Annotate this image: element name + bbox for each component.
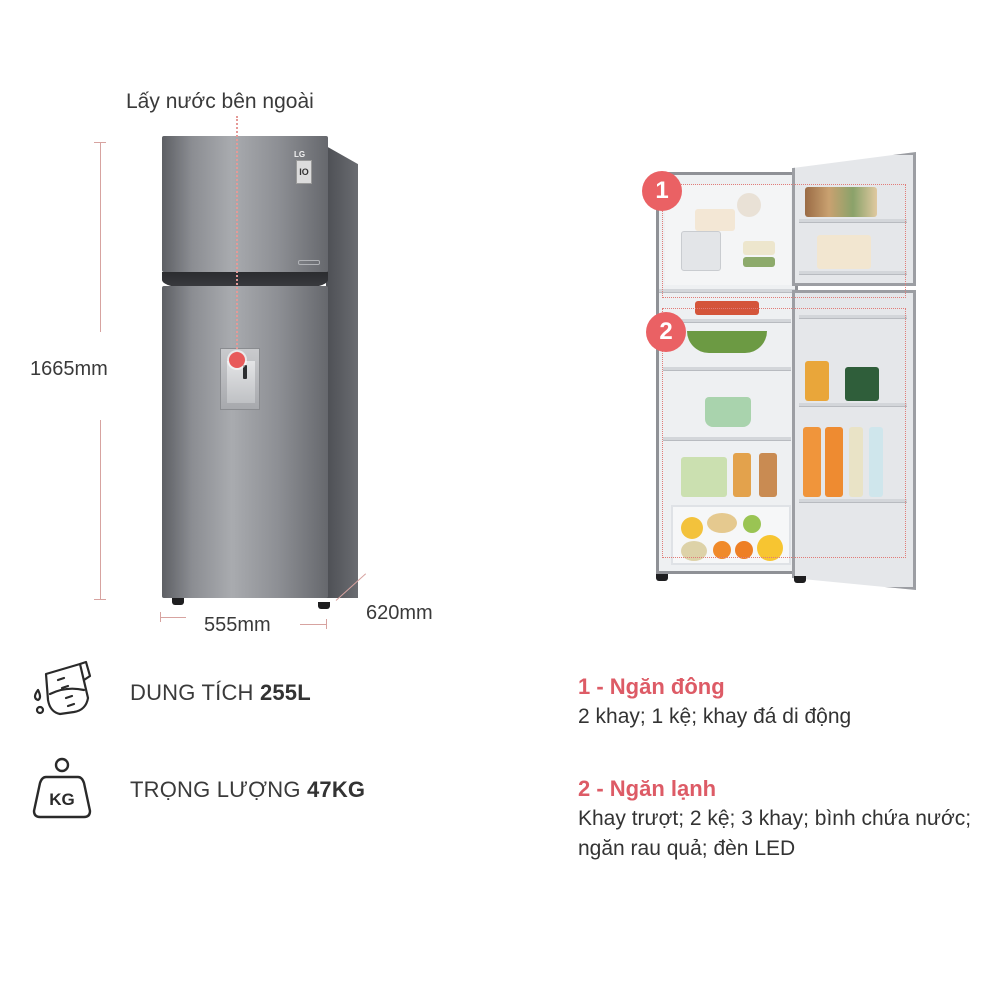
width-label: 555mm — [204, 614, 271, 636]
height-dimension — [94, 142, 108, 600]
height-label: 1665mm — [30, 358, 108, 380]
fridge-number-badge: 2 — [646, 312, 686, 352]
tiramisu-box — [817, 235, 871, 269]
ice-maker-dial — [737, 193, 761, 217]
weight-value: 47KG — [306, 777, 366, 802]
ice-cream-box — [695, 209, 735, 231]
juice-bottle-2 — [825, 427, 843, 497]
fridge-side-panel — [326, 146, 358, 598]
open-fridge-foot-left — [656, 574, 668, 581]
juice-bottle-1 — [803, 427, 821, 497]
fruit-lemon — [681, 517, 703, 539]
width-tick-right — [326, 619, 327, 629]
fridge-door — [162, 286, 328, 598]
width-line-right — [300, 624, 326, 625]
fridge-title: 2 - Ngăn lạnh — [578, 776, 717, 801]
capacity-label: DUNG TÍCH — [130, 680, 254, 705]
fruit-apple — [743, 515, 761, 533]
milk-bottle — [849, 427, 863, 497]
fruit-grapefruit — [757, 535, 783, 561]
fridge-cabinet — [656, 172, 798, 574]
width-dimension — [160, 612, 328, 632]
fridge-highlight-box — [662, 308, 906, 558]
freezer-highlight-box — [662, 184, 906, 298]
freezer-door-bin-2 — [799, 271, 907, 275]
fruit-cantaloupe — [681, 541, 707, 561]
fridge-door-bin-1 — [799, 315, 907, 319]
water-dispenser-callout-label: Lấy nước bên ngoài — [126, 90, 314, 113]
weight-kg-icon: KG — [32, 757, 92, 819]
fruit-orange-1 — [713, 541, 731, 559]
fridge-foot-left — [172, 598, 184, 605]
frozen-greens — [743, 257, 775, 267]
freezer-title: 1 - Ngăn đông — [578, 674, 725, 699]
spec-capacity: DUNG TÍCH 255L — [28, 660, 448, 724]
height-line-bottom — [100, 420, 101, 600]
freezer-door: LG IO — [162, 136, 328, 272]
inverter-badge: IO — [296, 160, 312, 184]
pasta-jar-1 — [733, 453, 751, 497]
freezer-description: 2 khay; 1 kệ; khay đá di động — [578, 705, 852, 728]
fruit-orange-2 — [735, 541, 753, 559]
lg-logo: LG — [294, 150, 306, 159]
fridge-foot-right — [318, 602, 330, 609]
compartment-freezer: 1 - Ngăn đông 2 khay; 1 kệ; khay đá di đ… — [578, 674, 988, 732]
capacity-value: 255L — [259, 680, 311, 705]
measuring-jug-icon — [33, 660, 92, 716]
juice-jar — [805, 361, 829, 401]
stacked-containers — [681, 457, 727, 497]
dispenser-recess — [227, 361, 255, 403]
fridge-door-open — [792, 290, 916, 590]
weight-icon-text: KG — [49, 790, 75, 809]
crisper-drawer[interactable] — [671, 505, 791, 565]
vegetable-bowl — [687, 331, 767, 353]
pasta-jar-2 — [759, 453, 777, 497]
shelf-3 — [663, 437, 791, 441]
open-fridge-image — [652, 150, 920, 590]
dispenser-marker-dot — [229, 352, 245, 368]
spec-weight: KG TRỌNG LƯỢNG 47KG — [28, 755, 448, 825]
door-bin-food — [805, 187, 877, 217]
width-line-left — [160, 617, 186, 618]
dispenser-lever[interactable] — [243, 365, 247, 379]
shelf-2 — [663, 367, 791, 371]
capacity-text: DUNG TÍCH 255L — [130, 680, 311, 706]
fridge-door-bin-2 — [799, 403, 907, 407]
open-fridge-foot-right — [794, 576, 806, 583]
freezer-floor — [659, 289, 795, 293]
fruit-melon — [707, 513, 737, 533]
freezer-door-bin-1 — [799, 219, 907, 223]
ice-tray — [681, 231, 721, 271]
water-bottle — [869, 427, 883, 497]
freezer-door-open — [792, 152, 916, 286]
snack-box — [845, 367, 879, 401]
fridge-description: Khay trượt; 2 kệ; 3 khay; bình chứa nước… — [578, 807, 972, 860]
weight-label: TRỌNG LƯỢNG — [130, 777, 301, 802]
callout-dotted-line — [236, 116, 238, 356]
shelf-1 — [663, 319, 791, 323]
freezer-number-badge: 1 — [642, 171, 682, 211]
freezer-interior — [665, 185, 791, 285]
door-emblem — [298, 260, 320, 265]
fridge-door-bin-3 — [799, 499, 907, 503]
compartment-fridge: 2 - Ngăn lạnh Khay trượt; 2 kệ; 3 khay; … — [578, 776, 978, 864]
closed-fridge-image: LG IO — [162, 136, 362, 609]
green-pot — [705, 397, 751, 427]
height-line-top — [100, 142, 101, 332]
frozen-box — [743, 241, 775, 255]
weight-text: TRỌNG LƯỢNG 47KG — [130, 777, 365, 803]
depth-label: 620mm — [366, 602, 433, 624]
height-tick-bottom — [94, 599, 106, 600]
